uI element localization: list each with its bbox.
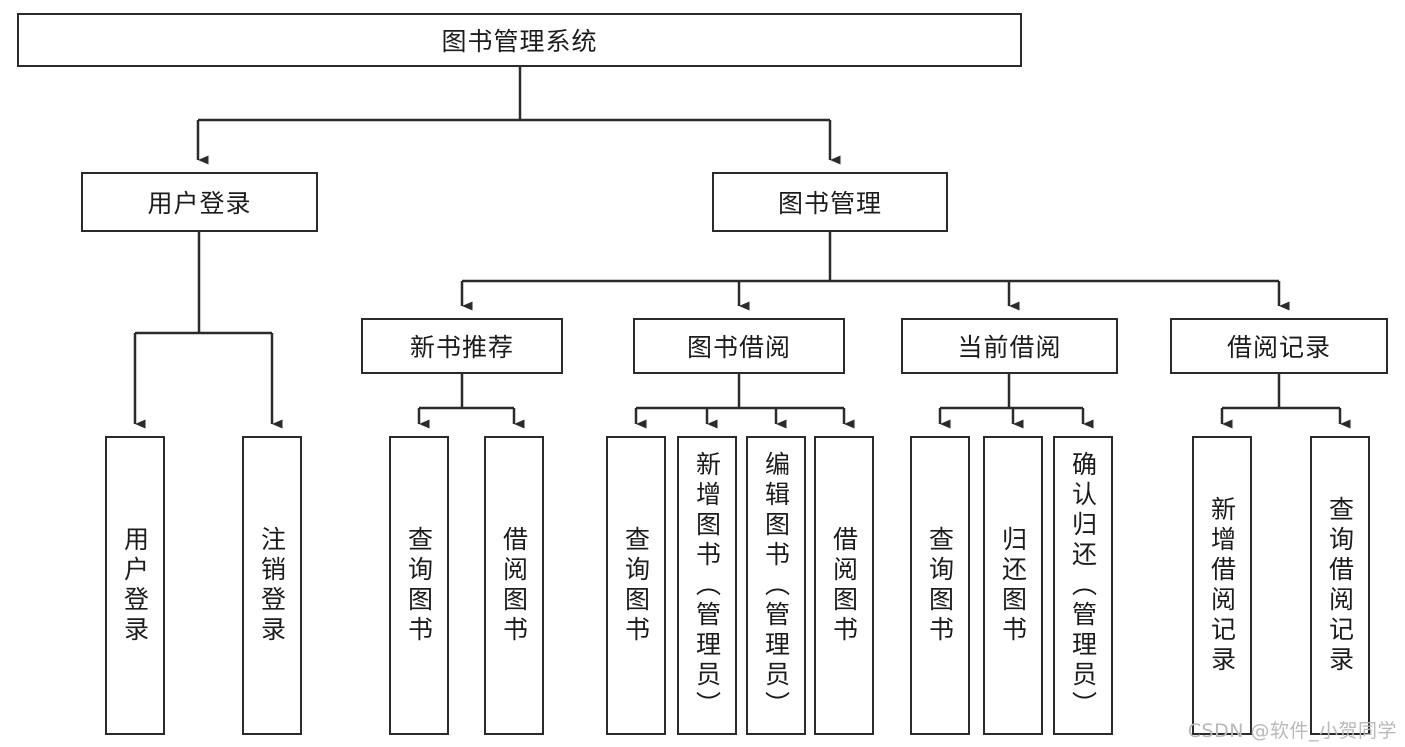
leaf-borrow-book[interactable]: 借阅图书 <box>814 436 874 735</box>
node-borrow-record-label: 借阅记录 <box>1226 333 1331 362</box>
leaf-query-book-new-label: 查询图书 <box>404 525 434 646</box>
leaf-confirm-return[interactable]: 确认归还（管理员） <box>1053 436 1113 735</box>
leaf-query-record-label: 查询借阅记录 <box>1325 495 1355 676</box>
leaf-borrow-book-new-label: 借阅图书 <box>499 525 529 646</box>
leaf-return-book[interactable]: 归还图书 <box>983 436 1043 735</box>
node-current-borrow-label: 当前借阅 <box>957 333 1062 362</box>
leaf-edit-book-label: 编辑图书（管理员） <box>761 450 791 721</box>
leaf-query-book-borrow[interactable]: 查询图书 <box>606 436 666 735</box>
leaf-query-book-borrow-label: 查询图书 <box>621 525 651 646</box>
node-book-management[interactable]: 图书管理 <box>712 172 948 232</box>
leaf-logout[interactable]: 注销登录 <box>242 436 302 735</box>
node-book-borrow[interactable]: 图书借阅 <box>633 318 845 374</box>
leaf-return-book-label: 归还图书 <box>998 525 1028 646</box>
leaf-add-book[interactable]: 新增图书（管理员） <box>677 436 737 735</box>
node-user-login-label: 用户登录 <box>147 189 252 218</box>
leaf-query-book-current-label: 查询图书 <box>925 525 955 646</box>
leaf-add-book-label: 新增图书（管理员） <box>692 450 722 721</box>
leaf-query-record[interactable]: 查询借阅记录 <box>1310 436 1370 735</box>
node-root[interactable]: 图书管理系统 <box>17 13 1022 67</box>
leaf-edit-book[interactable]: 编辑图书（管理员） <box>746 436 806 735</box>
leaf-add-record[interactable]: 新增借阅记录 <box>1192 436 1252 735</box>
node-new-book-recommend-label: 新书推荐 <box>409 333 514 362</box>
leaf-user-login[interactable]: 用户登录 <box>105 436 165 735</box>
leaf-logout-label: 注销登录 <box>257 525 287 646</box>
leaf-query-book-current[interactable]: 查询图书 <box>910 436 970 735</box>
leaf-add-record-label: 新增借阅记录 <box>1207 495 1237 676</box>
leaf-confirm-return-label: 确认归还（管理员） <box>1068 450 1098 721</box>
node-book-borrow-label: 图书借阅 <box>686 333 791 362</box>
node-user-login[interactable]: 用户登录 <box>81 172 318 232</box>
leaf-user-login-label: 用户登录 <box>120 525 150 646</box>
node-root-label: 图书管理系统 <box>441 27 598 56</box>
leaf-query-book-new[interactable]: 查询图书 <box>389 436 449 735</box>
node-borrow-record[interactable]: 借阅记录 <box>1170 318 1388 374</box>
node-new-book-recommend[interactable]: 新书推荐 <box>361 318 563 374</box>
leaf-borrow-book-new[interactable]: 借阅图书 <box>484 436 544 735</box>
node-book-management-label: 图书管理 <box>777 189 882 218</box>
leaf-borrow-book-label: 借阅图书 <box>829 525 859 646</box>
node-current-borrow[interactable]: 当前借阅 <box>901 318 1118 374</box>
